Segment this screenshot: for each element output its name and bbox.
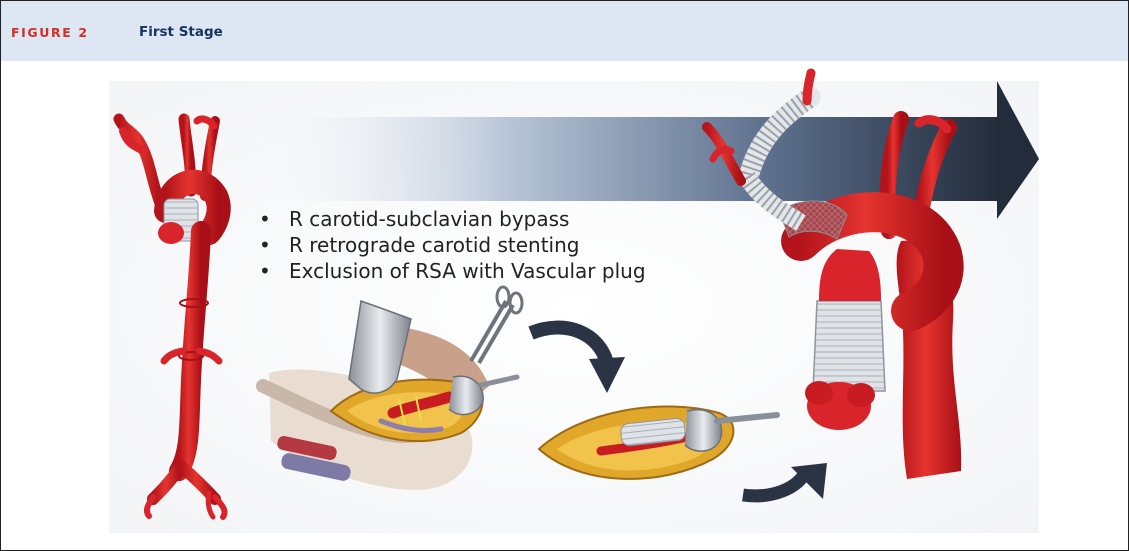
procedure-step: Exclusion of RSA with Vascular plug (257, 258, 646, 284)
procedure-steps-list: R carotid-subclavian bypass R retrograde… (257, 206, 646, 284)
procedure-step: R retrograde carotid stenting (257, 232, 646, 258)
procedure-step: R carotid-subclavian bypass (257, 206, 646, 232)
